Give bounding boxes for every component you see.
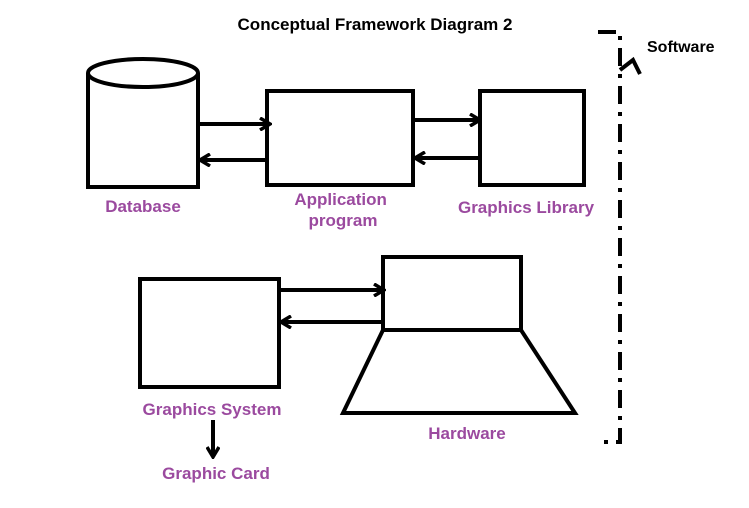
graphics-library-label: Graphics Library: [458, 198, 595, 217]
database-cylinder: [86, 57, 200, 189]
diagram-title: Conceptual Framework Diagram 2: [238, 15, 513, 34]
graphic-card-label: Graphic Card: [162, 464, 270, 483]
graphics-system-label: Graphics System: [143, 400, 282, 419]
hardware-shape: [339, 255, 579, 415]
graphics-library-box: [478, 89, 586, 187]
application-label-line2: program: [309, 211, 378, 230]
application-program-box: [265, 89, 415, 187]
hardware-label: Hardware: [428, 424, 505, 443]
software-bracket: [598, 30, 642, 444]
application-label: Application program: [294, 190, 391, 230]
software-label: Software: [647, 39, 715, 56]
database-label: Database: [105, 197, 181, 216]
graphics-system-box: [138, 277, 281, 389]
application-label-line1: Application: [294, 190, 387, 209]
